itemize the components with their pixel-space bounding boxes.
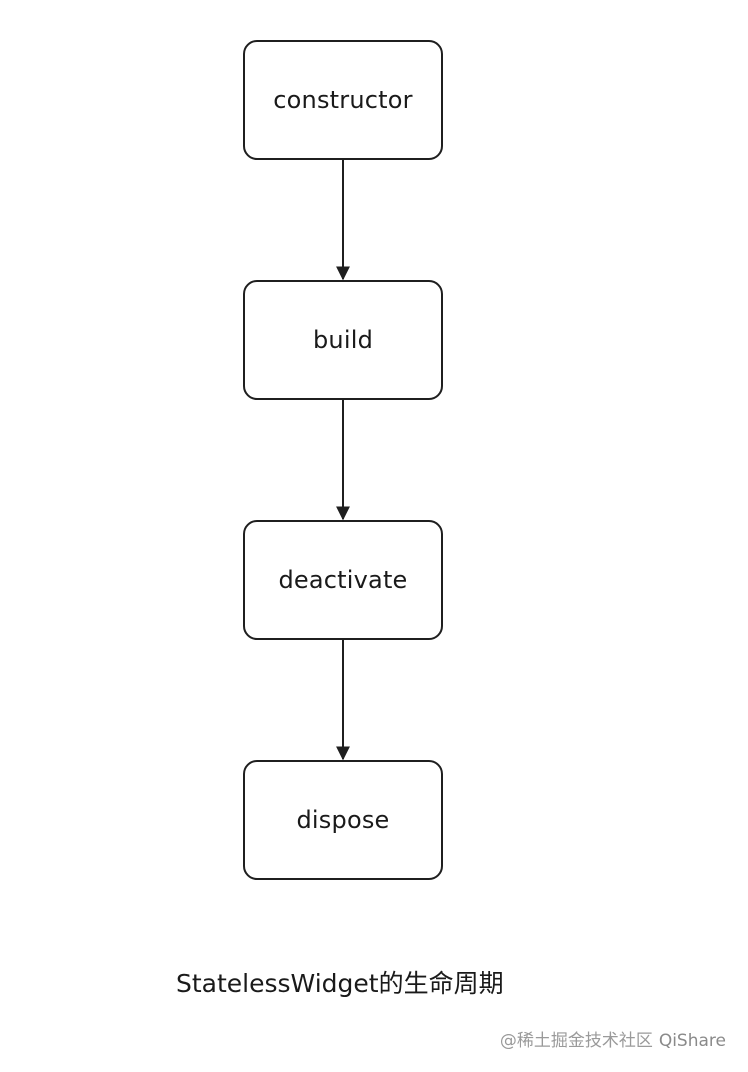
node-label: dispose — [296, 806, 390, 834]
node-label: deactivate — [278, 566, 408, 594]
watermark-source: @稀土掘金技术社区 — [499, 1031, 653, 1051]
node-dispose: dispose — [243, 760, 443, 880]
node-build: build — [243, 280, 443, 400]
node-deactivate: deactivate — [243, 520, 443, 640]
node-label: build — [312, 326, 373, 354]
node-label: constructor — [273, 86, 413, 114]
watermark-author: QiShare — [658, 1031, 726, 1051]
node-constructor: constructor — [243, 40, 443, 160]
diagram-caption: StatelessWidget的生命周期 — [176, 969, 504, 998]
